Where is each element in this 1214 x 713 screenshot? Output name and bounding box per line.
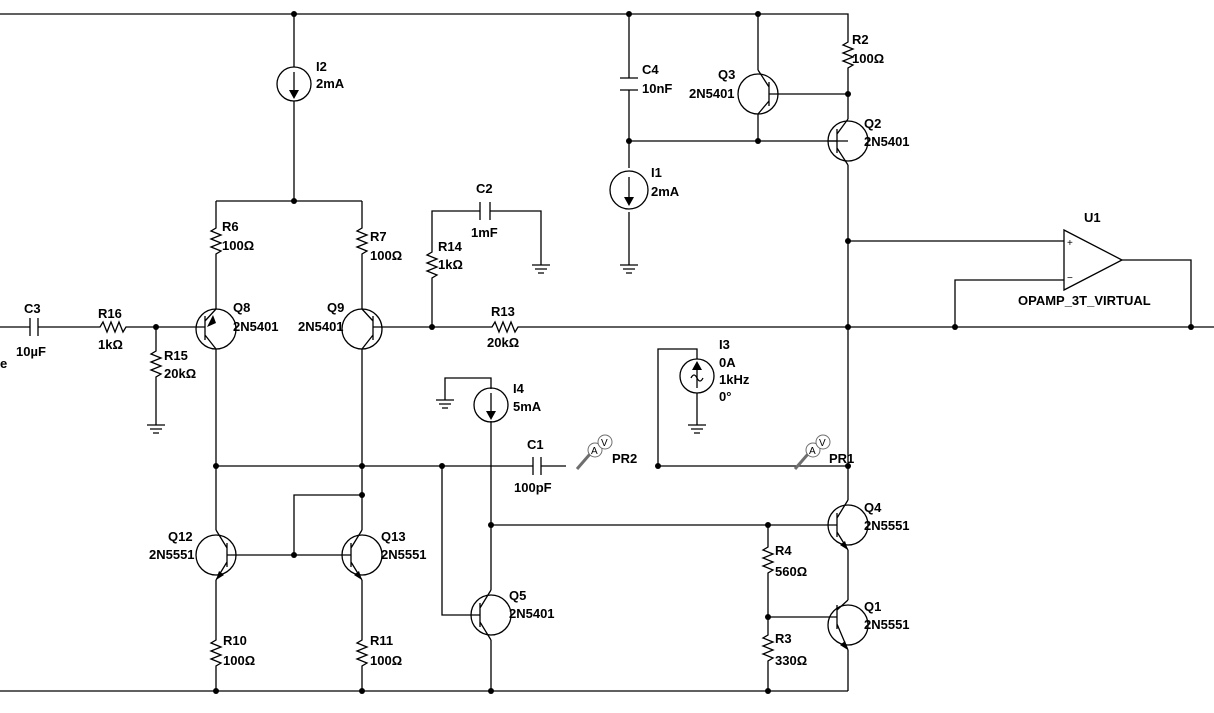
transistors <box>195 69 869 651</box>
label-r15-name: R15 <box>164 348 188 363</box>
label-q1-name: Q1 <box>864 599 881 614</box>
junctions <box>153 11 1194 694</box>
label-c4-value: 10nF <box>642 81 672 96</box>
label-q8-name: Q8 <box>233 300 250 315</box>
current-source-i4 <box>473 387 509 423</box>
label-r16-name: R16 <box>98 306 122 321</box>
label-i3-v3: 0° <box>719 389 731 404</box>
label-q13-name: Q13 <box>381 529 406 544</box>
ac-current-source-i3 <box>679 358 715 394</box>
current-source-i1 <box>609 170 649 210</box>
label-c4-name: C4 <box>642 62 659 77</box>
svg-text:−: − <box>1067 273 1073 284</box>
svg-text:A: A <box>809 446 816 457</box>
label-i1-value: 2mA <box>651 184 680 199</box>
label-r14-value: 1kΩ <box>438 257 463 272</box>
label-i3-name: I3 <box>719 337 730 352</box>
label-q3-model: 2N5401 <box>689 86 735 101</box>
label-q2-model: 2N5401 <box>864 134 910 149</box>
label-r13-name: R13 <box>491 304 515 319</box>
resistors <box>96 35 855 675</box>
label-r2-name: R2 <box>852 32 869 47</box>
label-q9-model: 2N5401 <box>298 319 344 334</box>
label-r2-value: 100Ω <box>852 51 884 66</box>
label-q2-name: Q2 <box>864 116 881 131</box>
label-c2-name: C2 <box>476 181 493 196</box>
label-r13-value: 20kΩ <box>487 335 519 350</box>
label-r10-name: R10 <box>223 633 247 648</box>
svg-text:+: + <box>1067 238 1073 249</box>
label-q5-name: Q5 <box>509 588 526 603</box>
current-source-i2 <box>276 66 312 102</box>
label-c3-name: C3 <box>24 301 41 316</box>
label-c1-name: C1 <box>527 437 544 452</box>
label-i2-value: 2mA <box>316 76 345 91</box>
label-i1-name: I1 <box>651 165 662 180</box>
label-i3-v1: 0A <box>719 355 736 370</box>
label-q5-model: 2N5401 <box>509 606 555 621</box>
label-r4-name: R4 <box>775 543 792 558</box>
label-u1-model: OPAMP_3T_VIRTUAL <box>1018 293 1151 308</box>
label-pr1: PR1 <box>829 451 854 466</box>
label-c3-value: 10µF <box>16 344 46 359</box>
label-r7-name: R7 <box>370 229 387 244</box>
grounds <box>147 264 706 434</box>
label-q1-model: 2N5551 <box>864 617 910 632</box>
svg-text:A: A <box>591 446 598 457</box>
label-r4-value: 560Ω <box>775 564 807 579</box>
label-r3-name: R3 <box>775 631 792 646</box>
label-r14-name: R14 <box>438 239 463 254</box>
label-i4-name: I4 <box>513 381 525 396</box>
labels: I2 2mA I1 2mA I4 5mA I3 0A 1kHz 0° C4 10… <box>0 32 1151 668</box>
label-r6-name: R6 <box>222 219 239 234</box>
label-q9-name: Q9 <box>327 300 344 315</box>
label-q8-model: 2N5401 <box>233 319 279 334</box>
label-u1-name: U1 <box>1084 210 1101 225</box>
label-r15-value: 20kΩ <box>164 366 196 381</box>
label-r11-name: R11 <box>370 633 393 648</box>
label-r10-value: 100Ω <box>223 653 255 668</box>
label-c1-value: 100pF <box>514 480 552 495</box>
svg-text:V: V <box>819 438 826 449</box>
probe-pr1[interactable]: A V <box>793 434 831 470</box>
label-q12-name: Q12 <box>168 529 193 544</box>
capacitors <box>29 77 638 475</box>
label-r11-value: 100Ω <box>370 653 402 668</box>
opamp-u1: + − <box>1063 228 1124 292</box>
label-q12-model: 2N5551 <box>149 547 195 562</box>
probe-pr2[interactable]: A V <box>575 434 613 470</box>
label-r6-value: 100Ω <box>222 238 254 253</box>
label-pr2: PR2 <box>612 451 637 466</box>
label-q3-name: Q3 <box>718 67 735 82</box>
label-i2-name: I2 <box>316 59 327 74</box>
label-q4-name: Q4 <box>864 500 882 515</box>
label-r7-value: 100Ω <box>370 248 402 263</box>
label-q13-model: 2N5551 <box>381 547 427 562</box>
offscreen-label-fragment: e <box>0 356 7 371</box>
label-r3-value: 330Ω <box>775 653 807 668</box>
svg-text:V: V <box>601 438 608 449</box>
label-c2-value: 1mF <box>471 225 498 240</box>
label-i3-v2: 1kHz <box>719 372 750 387</box>
label-r16-value: 1kΩ <box>98 337 123 352</box>
label-q4-model: 2N5551 <box>864 518 910 533</box>
label-i4-value: 5mA <box>513 399 542 414</box>
